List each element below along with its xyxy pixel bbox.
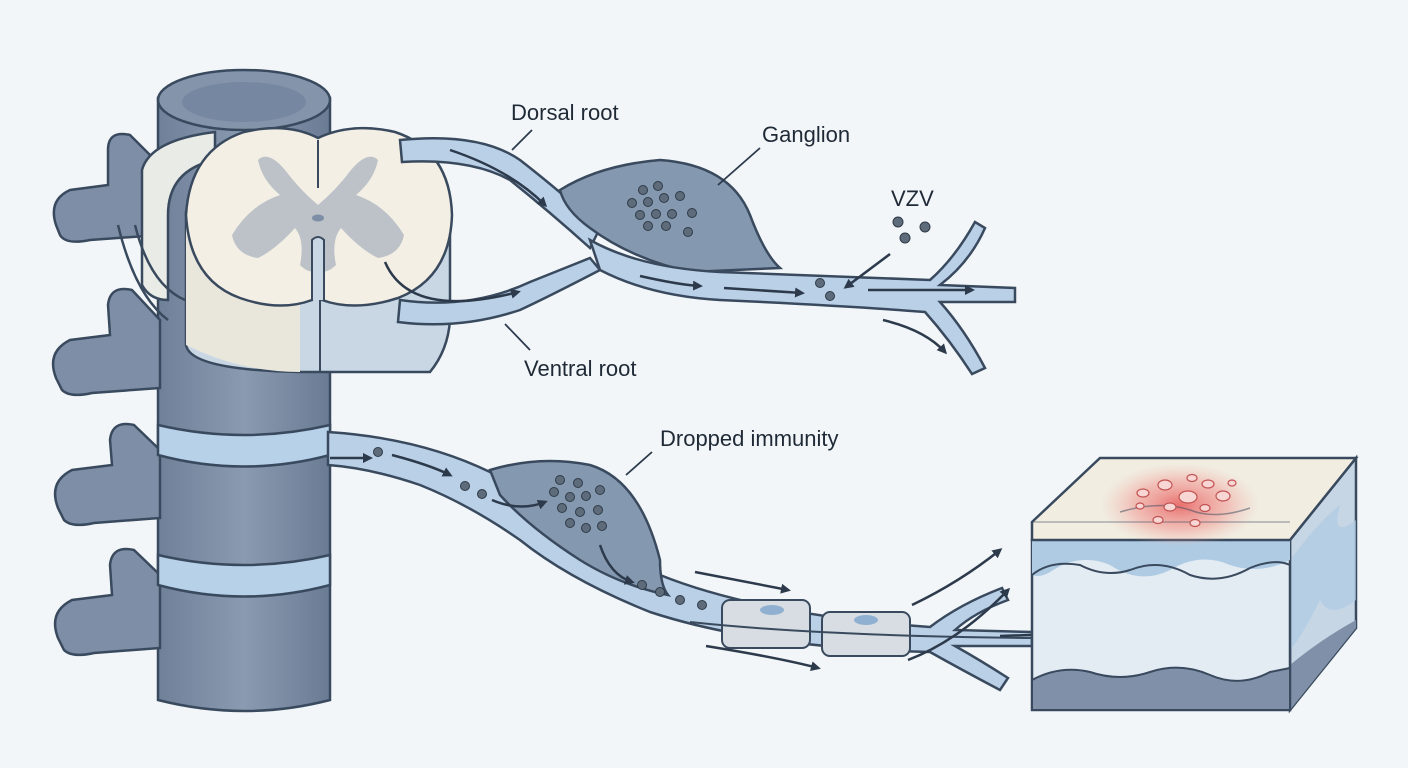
upper-flow-arrows bbox=[383, 148, 975, 355]
transverse-process-4 bbox=[53, 547, 162, 657]
label-ganglion: Ganglion bbox=[762, 122, 851, 147]
leader-lines bbox=[504, 129, 761, 476]
transverse-process-1 bbox=[52, 132, 162, 243]
rash-inflammation bbox=[1100, 463, 1260, 547]
label-ventral-root: Ventral root bbox=[524, 356, 637, 381]
subcutaneous-layer bbox=[1031, 666, 1291, 711]
myelin-sheath-1 bbox=[721, 599, 811, 649]
vertebral-arch bbox=[140, 130, 217, 302]
label-dropped-immunity: Dropped immunity bbox=[660, 426, 839, 451]
spinal-nerve-trunk bbox=[587, 220, 1017, 376]
epidermis-layer bbox=[1032, 540, 1290, 577]
lower-ganglion bbox=[488, 459, 672, 597]
label-vzv: VZV bbox=[891, 186, 934, 211]
transverse-process-2 bbox=[51, 287, 162, 397]
intervertebral-disc-2 bbox=[156, 553, 332, 598]
upper-spinal-nerve bbox=[383, 137, 1017, 376]
leader-ventral-root bbox=[504, 323, 531, 351]
grey-matter bbox=[232, 156, 404, 272]
skin-block bbox=[1030, 454, 1359, 714]
vzv-particles bbox=[815, 216, 931, 301]
label-dorsal-root: Dorsal root bbox=[511, 100, 619, 125]
leader-ganglion bbox=[717, 147, 761, 186]
transverse-process-3 bbox=[53, 422, 162, 527]
leader-dorsal-root bbox=[511, 129, 533, 151]
lower-spinal-nerve bbox=[326, 430, 1178, 692]
leader-dropped-immunity bbox=[625, 451, 653, 476]
virus-particles-lower bbox=[373, 447, 1074, 637]
blisters bbox=[1135, 473, 1237, 528]
virus-cluster-ganglion-upper bbox=[627, 181, 697, 237]
spinal-cord-segment bbox=[184, 126, 454, 374]
